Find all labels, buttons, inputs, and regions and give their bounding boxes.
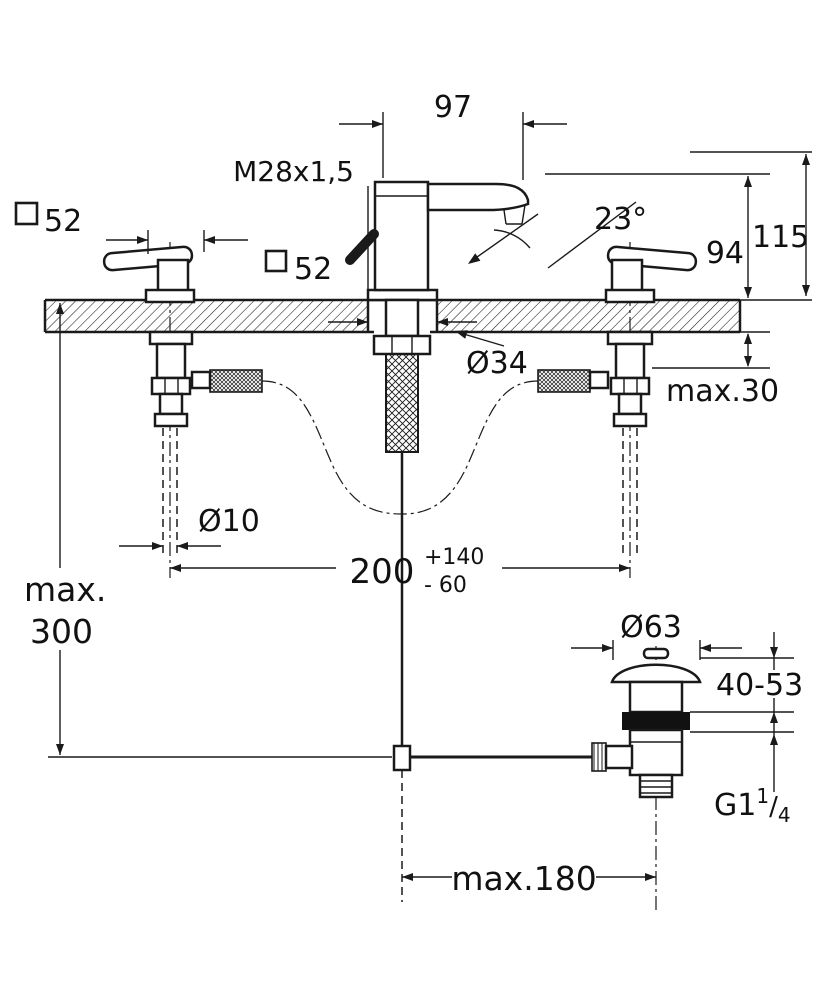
waste-knurled-nut	[591, 742, 607, 772]
dim-center-square: 52	[264, 186, 477, 330]
waste-knob	[642, 647, 670, 660]
dim-o63-label: Ø63	[620, 610, 682, 645]
faucet-lever	[345, 229, 379, 265]
dim-spout-reach: 97	[339, 90, 567, 180]
label-backdrop	[712, 670, 804, 698]
rod-pivot-clamp	[392, 744, 412, 772]
thread2-denominator: 4	[778, 803, 791, 827]
faucet-body	[345, 180, 530, 746]
threaded-shank	[385, 353, 419, 453]
right-hex-nut	[609, 376, 651, 396]
deck-hatch-right	[437, 300, 740, 332]
waste-upper-body	[628, 680, 684, 714]
right-handle-stem	[610, 258, 644, 294]
dim-hole-diameter: Ø34	[455, 330, 528, 381]
pop-up-waste	[591, 646, 702, 912]
dim-max180-label: max.180	[451, 859, 596, 898]
left-braided-hose	[209, 369, 263, 393]
waste-gasket	[622, 712, 690, 730]
dim-spout-angle: 23°	[468, 201, 647, 269]
left-handle-stem	[156, 258, 190, 294]
left-hose-curve	[261, 380, 403, 515]
left-hex-nut	[150, 376, 192, 396]
faucet-spout	[426, 182, 530, 212]
dim-max30-label: max.30	[666, 374, 779, 409]
dim-waste-height-thread: 40-53 G11/4	[690, 632, 804, 827]
left-hose-connector	[190, 370, 212, 390]
dim-left-square: 52	[14, 201, 248, 254]
dim-tol-minus-label: - 60	[424, 573, 467, 598]
faucet-shank	[384, 298, 420, 338]
waste-lower-body	[628, 728, 684, 777]
dim-waste-flange: Ø63	[571, 610, 742, 660]
thread2-slash: /	[769, 792, 778, 822]
thread-size-label: M28x1,5	[233, 155, 354, 188]
faucet-escutcheon	[366, 288, 439, 302]
spout-mouth	[503, 204, 526, 225]
dim-rod-reach: max.180	[402, 859, 656, 898]
dim-40-53-label: 40-53	[716, 668, 803, 703]
dim-square-left-label: 52	[44, 204, 82, 239]
right-hose-connector	[588, 370, 610, 390]
dim-o10-label: Ø10	[198, 504, 260, 539]
deck-hatch-left	[45, 300, 368, 332]
right-braided-hose	[537, 369, 591, 393]
dim-deck-thickness: max.30	[652, 333, 779, 409]
shank-locknut	[372, 334, 432, 356]
square-symbol-icon	[264, 249, 288, 273]
waste-flange	[610, 663, 702, 684]
dim-max-label: max.	[24, 570, 106, 609]
dim-rod-diameter: Ø10	[119, 504, 260, 550]
dim-center-distance: 200 +140 - 60	[170, 545, 630, 598]
faucet-column	[373, 180, 430, 292]
left-escutcheon	[144, 288, 196, 304]
dim-heights: 94 115	[545, 151, 812, 298]
thread2-prefix: G1	[714, 788, 756, 823]
right-escutcheon	[604, 288, 656, 304]
dim-97-label: 97	[434, 90, 472, 125]
dim-square-center-label: 52	[294, 252, 332, 287]
thread2-numerator: 1	[756, 784, 769, 808]
waste-side-port	[604, 744, 634, 770]
dim-94-label: 94	[706, 236, 744, 271]
dim-install-depth: max. 300	[24, 303, 392, 758]
right-valve	[401, 242, 698, 578]
dim-o34-label: Ø34	[466, 346, 528, 381]
square-symbol-icon	[14, 201, 39, 226]
dim-23deg-label: 23°	[594, 202, 647, 237]
dim-200-label: 200	[350, 552, 415, 592]
dim-tol-plus-label: +140	[424, 545, 484, 570]
dim-300-label: 300	[30, 612, 93, 651]
dim-g1-14-label: G11/4	[714, 784, 791, 827]
rod-linkage	[392, 744, 592, 902]
dim-115-label: 115	[752, 220, 809, 255]
right-hose-curve	[401, 380, 539, 515]
